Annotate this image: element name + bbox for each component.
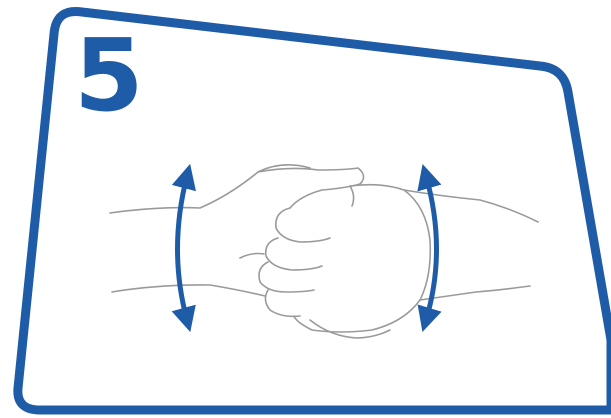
finger-4	[265, 290, 300, 316]
hands-illustration	[110, 165, 538, 338]
fist-knuckle-line	[240, 254, 264, 259]
left-forearm-upper-edge	[110, 165, 310, 213]
finger-1	[276, 208, 330, 242]
left-forearm-lower-edge	[112, 285, 265, 296]
finger-2	[266, 238, 322, 270]
step-number: 5	[74, 17, 144, 134]
right-forearm-lower-edge	[420, 286, 530, 300]
right-palm-outline	[294, 185, 430, 332]
finger-3	[259, 262, 314, 292]
left-motion-arrow	[178, 176, 188, 320]
left-thumb	[258, 168, 364, 208]
right-palm-crease	[350, 186, 354, 206]
